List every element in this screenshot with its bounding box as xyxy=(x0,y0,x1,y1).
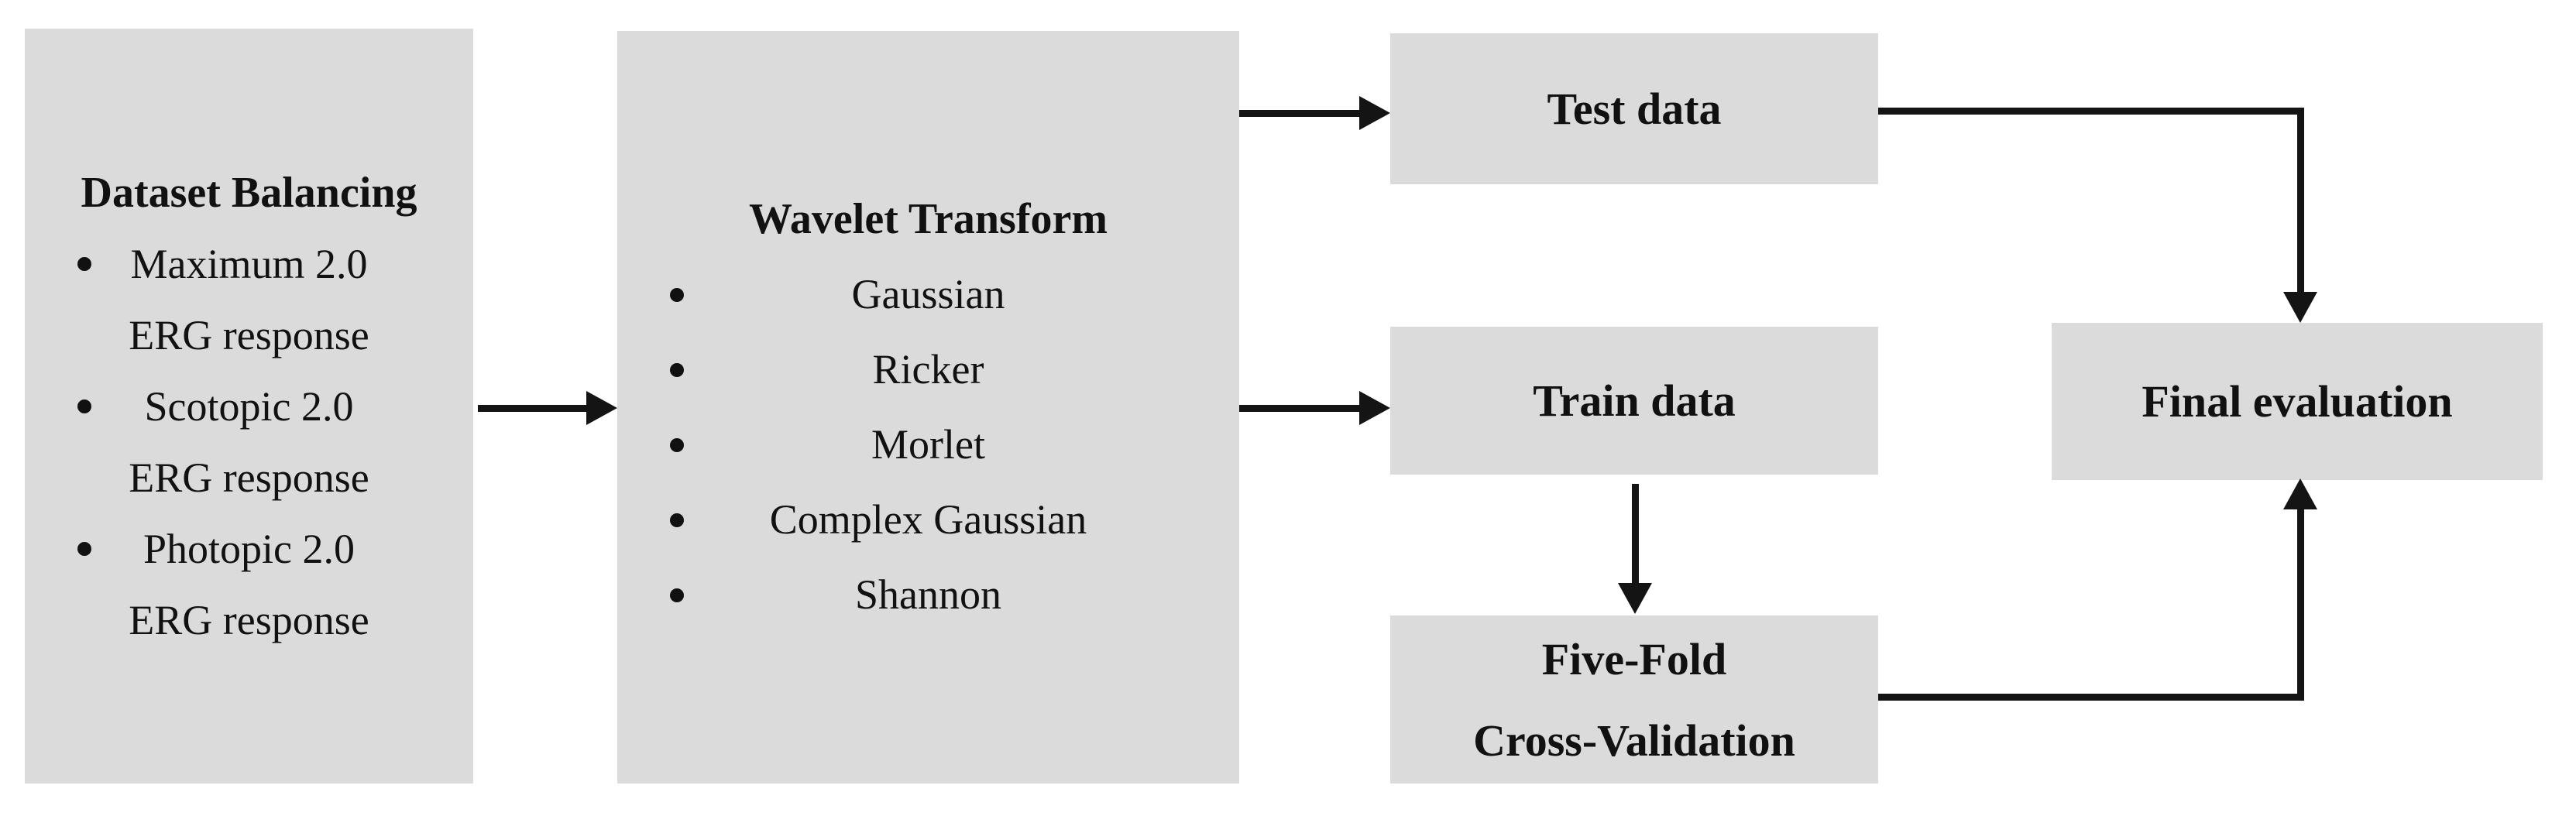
bullet-item-text: Scotopic 2.0 xyxy=(144,382,354,430)
bullet-item-text: ERG response xyxy=(129,311,369,358)
dataset-balancing-title: Dataset Balancing xyxy=(81,168,417,217)
train-data-box: Train data xyxy=(1390,327,1878,475)
wavelet-transform-title: Wavelet Transform xyxy=(749,195,1108,243)
bullet-dot-icon xyxy=(670,362,684,377)
bullet-item-text: Ricker xyxy=(872,346,984,393)
bullet-item: Morlet xyxy=(617,407,1239,482)
arrow-wavelet-to-train-shaft xyxy=(1239,405,1362,412)
final-evaluation-box: Final evaluation xyxy=(2052,323,2543,480)
five-fold-cross-validation-box: Five-Fold Cross-Validation xyxy=(1390,615,1878,783)
bullet-item: Scotopic 2.0 xyxy=(25,371,473,442)
arrow-train-to-fivefold-shaft xyxy=(1632,484,1639,586)
arrow-down-icon xyxy=(2283,292,2317,323)
arrow-down-icon xyxy=(1618,583,1652,614)
bullet-dot-icon xyxy=(77,541,91,556)
arrow-dataset-to-wavelet-shaft xyxy=(478,405,589,412)
connector-fivefold-to-final-horizontal xyxy=(1878,694,2304,701)
test-data-label: Test data xyxy=(1547,84,1722,134)
bullet-dot-icon xyxy=(670,287,684,302)
bullet-item-text: ERG response xyxy=(129,596,369,643)
bullet-item-continuation: ERG response xyxy=(25,585,473,656)
bullet-item-text: Photopic 2.0 xyxy=(143,525,355,572)
train-data-label: Train data xyxy=(1533,375,1736,426)
bullet-item-text: Shannon xyxy=(855,571,1001,618)
bullet-item-text: Gaussian xyxy=(851,271,1005,317)
bullet-item-continuation: ERG response xyxy=(25,300,473,371)
bullet-item-text: Maximum 2.0 xyxy=(130,240,368,287)
test-data-box: Test data xyxy=(1390,33,1878,184)
bullet-item-text: ERG response xyxy=(129,454,369,501)
arrow-right-icon xyxy=(1359,96,1390,130)
connector-test-to-final-horizontal xyxy=(1878,108,2304,115)
bullet-dot-icon xyxy=(670,437,684,452)
arrow-right-icon xyxy=(586,391,617,425)
bullet-item-text: Morlet xyxy=(871,421,985,468)
final-evaluation-label: Final evaluation xyxy=(2142,376,2453,427)
arrow-wavelet-to-test-shaft xyxy=(1239,110,1362,117)
bullet-dot-icon xyxy=(670,588,684,602)
bullet-dot-icon xyxy=(77,256,91,271)
bullet-item-continuation: ERG response xyxy=(25,442,473,513)
bullet-item-text: Complex Gaussian xyxy=(769,496,1087,543)
bullet-item: Photopic 2.0 xyxy=(25,513,473,585)
bullet-item: Gaussian xyxy=(617,257,1239,332)
bullet-dot-icon xyxy=(77,399,91,413)
arrow-right-icon xyxy=(1359,391,1390,425)
bullet-item: Ricker xyxy=(617,332,1239,407)
five-fold-label-line1: Five-Fold xyxy=(1541,633,1727,684)
five-fold-label-line2: Cross-Validation xyxy=(1473,715,1795,766)
connector-test-to-final-vertical xyxy=(2297,108,2304,295)
bullet-item: Shannon xyxy=(617,557,1239,633)
bullet-dot-icon xyxy=(670,513,684,527)
arrow-up-icon xyxy=(2283,478,2317,509)
bullet-item: Maximum 2.0 xyxy=(25,228,473,300)
bullet-item: Complex Gaussian xyxy=(617,482,1239,557)
connector-fivefold-to-final-vertical xyxy=(2297,508,2304,701)
